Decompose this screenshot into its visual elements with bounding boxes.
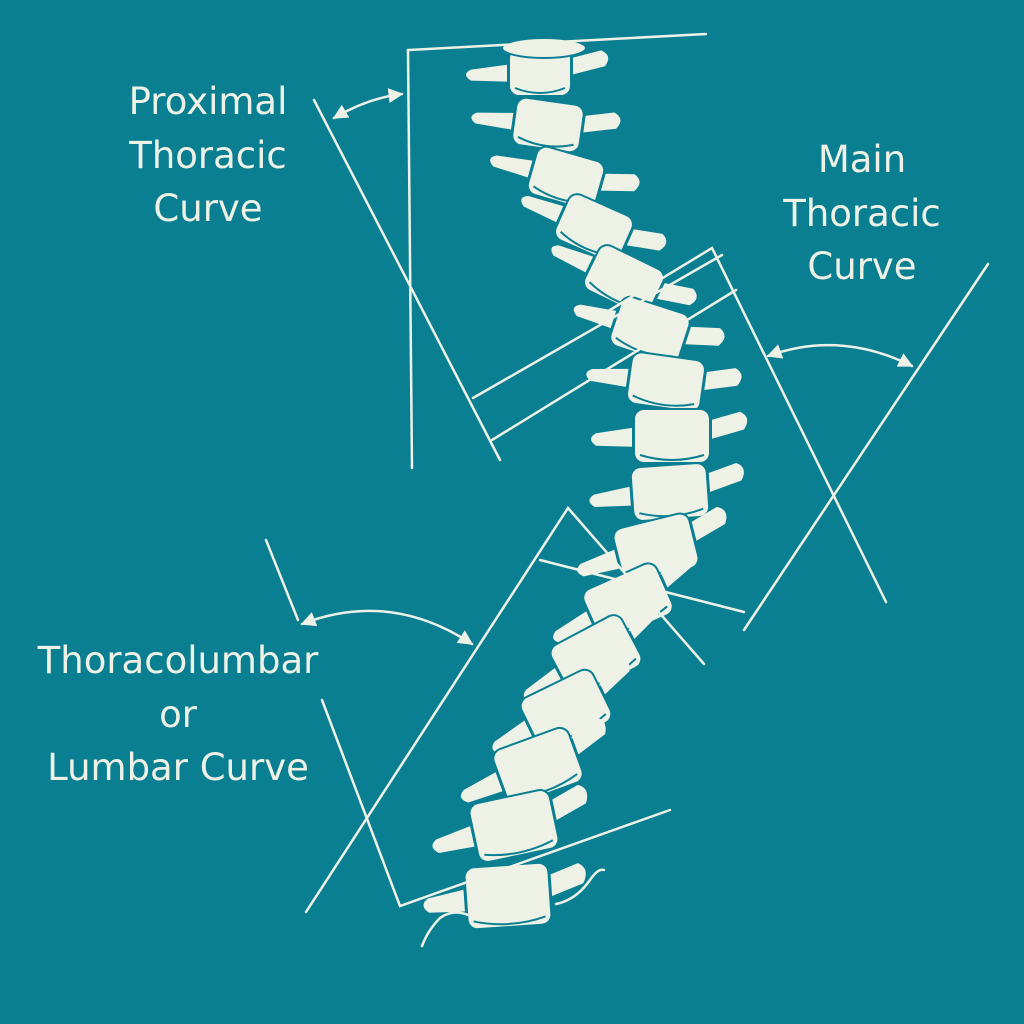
vertebra-left-process — [591, 427, 632, 447]
vertebra-right-process — [708, 463, 744, 492]
intervertebral-disc — [639, 454, 705, 461]
main-thoracic-measurement — [538, 246, 990, 632]
lumbar-left-tangent-line — [264, 538, 300, 622]
vertebra — [490, 145, 640, 211]
vertebra-left-process — [466, 64, 507, 82]
proximal-label-line-3: Curve — [153, 187, 263, 231]
proximal-thoracic-measurement — [312, 32, 738, 470]
vertebra-right-process — [552, 784, 588, 820]
vertebra-left-process — [432, 826, 475, 853]
vertebra-left-process — [553, 611, 595, 643]
vertebra — [551, 244, 697, 316]
main-angle-arrow — [766, 343, 914, 368]
main-label-line-1: Main — [817, 138, 907, 181]
vertebra-left-process — [551, 245, 594, 273]
vertebra-body — [511, 96, 585, 154]
proximal-lower-endplate-line — [471, 253, 724, 400]
vertebra-left-process — [577, 549, 619, 577]
intervertebral-disc — [484, 839, 554, 857]
vertebra-body — [468, 788, 560, 864]
vertebra — [586, 351, 742, 413]
proximal-lower-tangent-line — [312, 98, 502, 462]
proximal-label-line-2: Thoracic — [129, 133, 287, 177]
vertebra-right-process — [659, 550, 694, 588]
proximal-angle-arrow — [332, 88, 404, 120]
lumbar-label-line-1: Thoracolumbar — [37, 639, 319, 682]
lumbar-label-line-2: or — [159, 692, 197, 736]
proximal-lower-endplate-line-2 — [490, 288, 738, 442]
vertebra-right-process — [624, 600, 659, 639]
left-nerve-root — [420, 911, 480, 948]
vertebra-left-process — [423, 889, 465, 913]
vertebra-left-process — [492, 720, 534, 754]
vertebra-left-process — [490, 155, 533, 178]
lumbar-label-line-3: Lumbar Curve — [47, 746, 309, 790]
vertebra — [591, 408, 748, 464]
main-label-line-2: Thoracic — [783, 191, 941, 235]
vertebra-body — [463, 861, 553, 931]
vertebra-body — [554, 193, 634, 263]
spine — [423, 37, 748, 931]
thoracolumbar-curve-label: Thoracolumbar or Lumbar Curve — [38, 634, 319, 795]
nerve-roots — [420, 868, 606, 948]
vertebra-right-process — [596, 655, 630, 695]
vertebra-left-process — [471, 112, 514, 130]
intervertebral-disc — [473, 915, 546, 926]
vertebra-right-process — [571, 717, 606, 755]
right-nerve-root — [554, 868, 606, 906]
vertebra-right-process — [583, 112, 621, 133]
main-thoracic-curve-label: Main Thoracic Curve — [783, 133, 941, 294]
lumbar-angle-arrow — [300, 609, 474, 646]
vertebra-right-process — [573, 50, 609, 75]
vertebra-right-process — [657, 283, 697, 306]
vertebra-left-process — [573, 304, 617, 329]
proximal-upper-endplate-line — [406, 32, 708, 470]
vertebra-left-process — [521, 196, 564, 223]
vertebra-right-process — [704, 368, 742, 391]
main-upper-endplate-line — [608, 246, 888, 604]
vertebra — [589, 462, 744, 522]
proximal-label-line-1: Proximal — [128, 80, 288, 123]
vertebra-right-process — [712, 411, 748, 439]
vertebra-body — [626, 351, 706, 413]
vertebra-right-process — [685, 326, 725, 346]
proximal-thoracic-curve-label: Proximal Thoracic Curve — [129, 75, 288, 236]
lumbar-upper-endplate-line — [304, 505, 706, 914]
vertebra-right-process — [600, 173, 640, 192]
vertebra-right-process — [626, 229, 667, 251]
vertebra-left-process — [589, 486, 631, 507]
vertebra — [423, 861, 586, 931]
vertebra-right-process — [691, 506, 727, 541]
vertebra — [432, 784, 588, 864]
vertebra-body — [583, 244, 665, 316]
intervertebral-disc — [632, 394, 695, 407]
vertebra-body — [633, 408, 711, 464]
main-label-line-3: Curve — [807, 245, 917, 289]
vertebra — [460, 717, 606, 806]
main-right-tangent-line — [742, 262, 990, 632]
vertebra — [521, 193, 667, 263]
main-lower-endplate-line — [538, 558, 746, 614]
vertebra-left-process — [586, 368, 629, 387]
vertebra-left-process — [460, 772, 503, 803]
vertebra-right-process — [550, 863, 586, 897]
lumbar-lower-tangent-line — [320, 698, 672, 908]
intervertebral-disc — [514, 87, 566, 94]
vertebra-body — [629, 462, 711, 522]
thoracolumbar-measurement — [264, 505, 706, 914]
